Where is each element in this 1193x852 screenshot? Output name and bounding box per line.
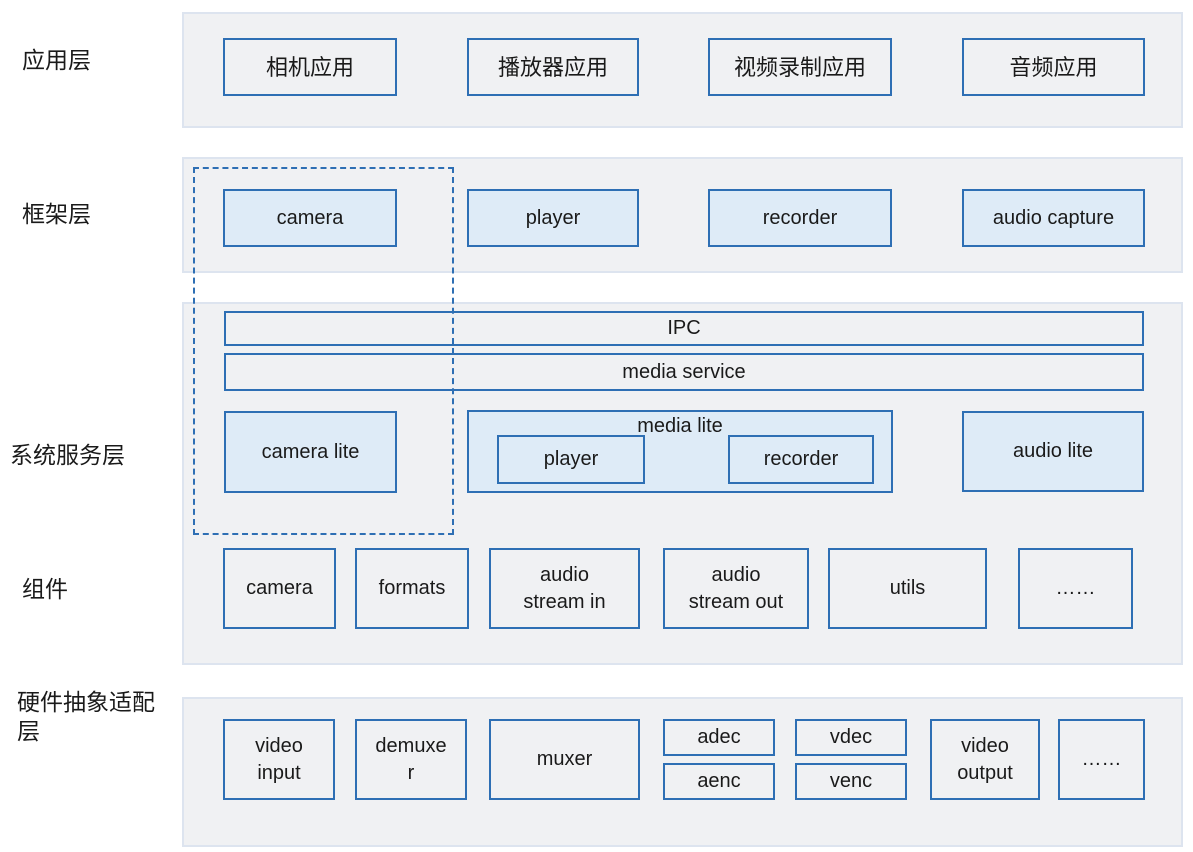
box-media-lite-player: player (497, 435, 645, 484)
band-app-layer (182, 12, 1183, 128)
layer-label-hal: 硬件抽象适配层 (17, 689, 155, 744)
box-audio-lite: audio lite (962, 411, 1144, 492)
box-hal-muxer: muxer (489, 719, 640, 800)
box-fw-recorder: recorder (708, 189, 892, 247)
layer-label-framework: 框架层 (22, 201, 91, 227)
layer-label-app: 应用层 (22, 47, 91, 73)
box-media-lite: media lite player recorder (467, 410, 893, 493)
box-app-audio: 音频应用 (962, 38, 1145, 96)
layer-label-components: 组件 (22, 576, 68, 602)
bar-ipc: IPC (224, 311, 1144, 346)
box-comp-audio-stream-out: audio stream out (663, 548, 809, 629)
box-comp-formats: formats (355, 548, 469, 629)
box-comp-audio-stream-in: audio stream in (489, 548, 640, 629)
box-media-lite-recorder: recorder (728, 435, 874, 484)
box-app-camera: 相机应用 (223, 38, 397, 96)
box-comp-camera: camera (223, 548, 336, 629)
box-hal-ellipsis: …… (1058, 719, 1145, 800)
box-app-video-recorder: 视频录制应用 (708, 38, 892, 96)
media-lite-label: media lite (637, 415, 723, 437)
box-comp-ellipsis: …… (1018, 548, 1133, 629)
box-hal-demuxer: demuxer (355, 719, 467, 800)
box-hal-aenc: aenc (663, 763, 775, 800)
box-hal-adec: adec (663, 719, 775, 756)
camera-group-dashed-outline (193, 167, 454, 535)
box-fw-camera: camera (223, 189, 397, 247)
box-fw-player: player (467, 189, 639, 247)
box-hal-vdec: vdec (795, 719, 907, 756)
box-camera-lite: camera lite (224, 411, 397, 493)
box-hal-video-input: video input (223, 719, 335, 800)
box-comp-utils: utils (828, 548, 987, 629)
bar-media-service: media service (224, 353, 1144, 391)
band-hal-layer (182, 697, 1183, 847)
box-hal-video-output: video output (930, 719, 1040, 800)
box-hal-venc: venc (795, 763, 907, 800)
layer-label-system-service: 系统服务层 (10, 442, 125, 468)
box-app-player: 播放器应用 (467, 38, 639, 96)
box-fw-audio-capture: audio capture (962, 189, 1145, 247)
